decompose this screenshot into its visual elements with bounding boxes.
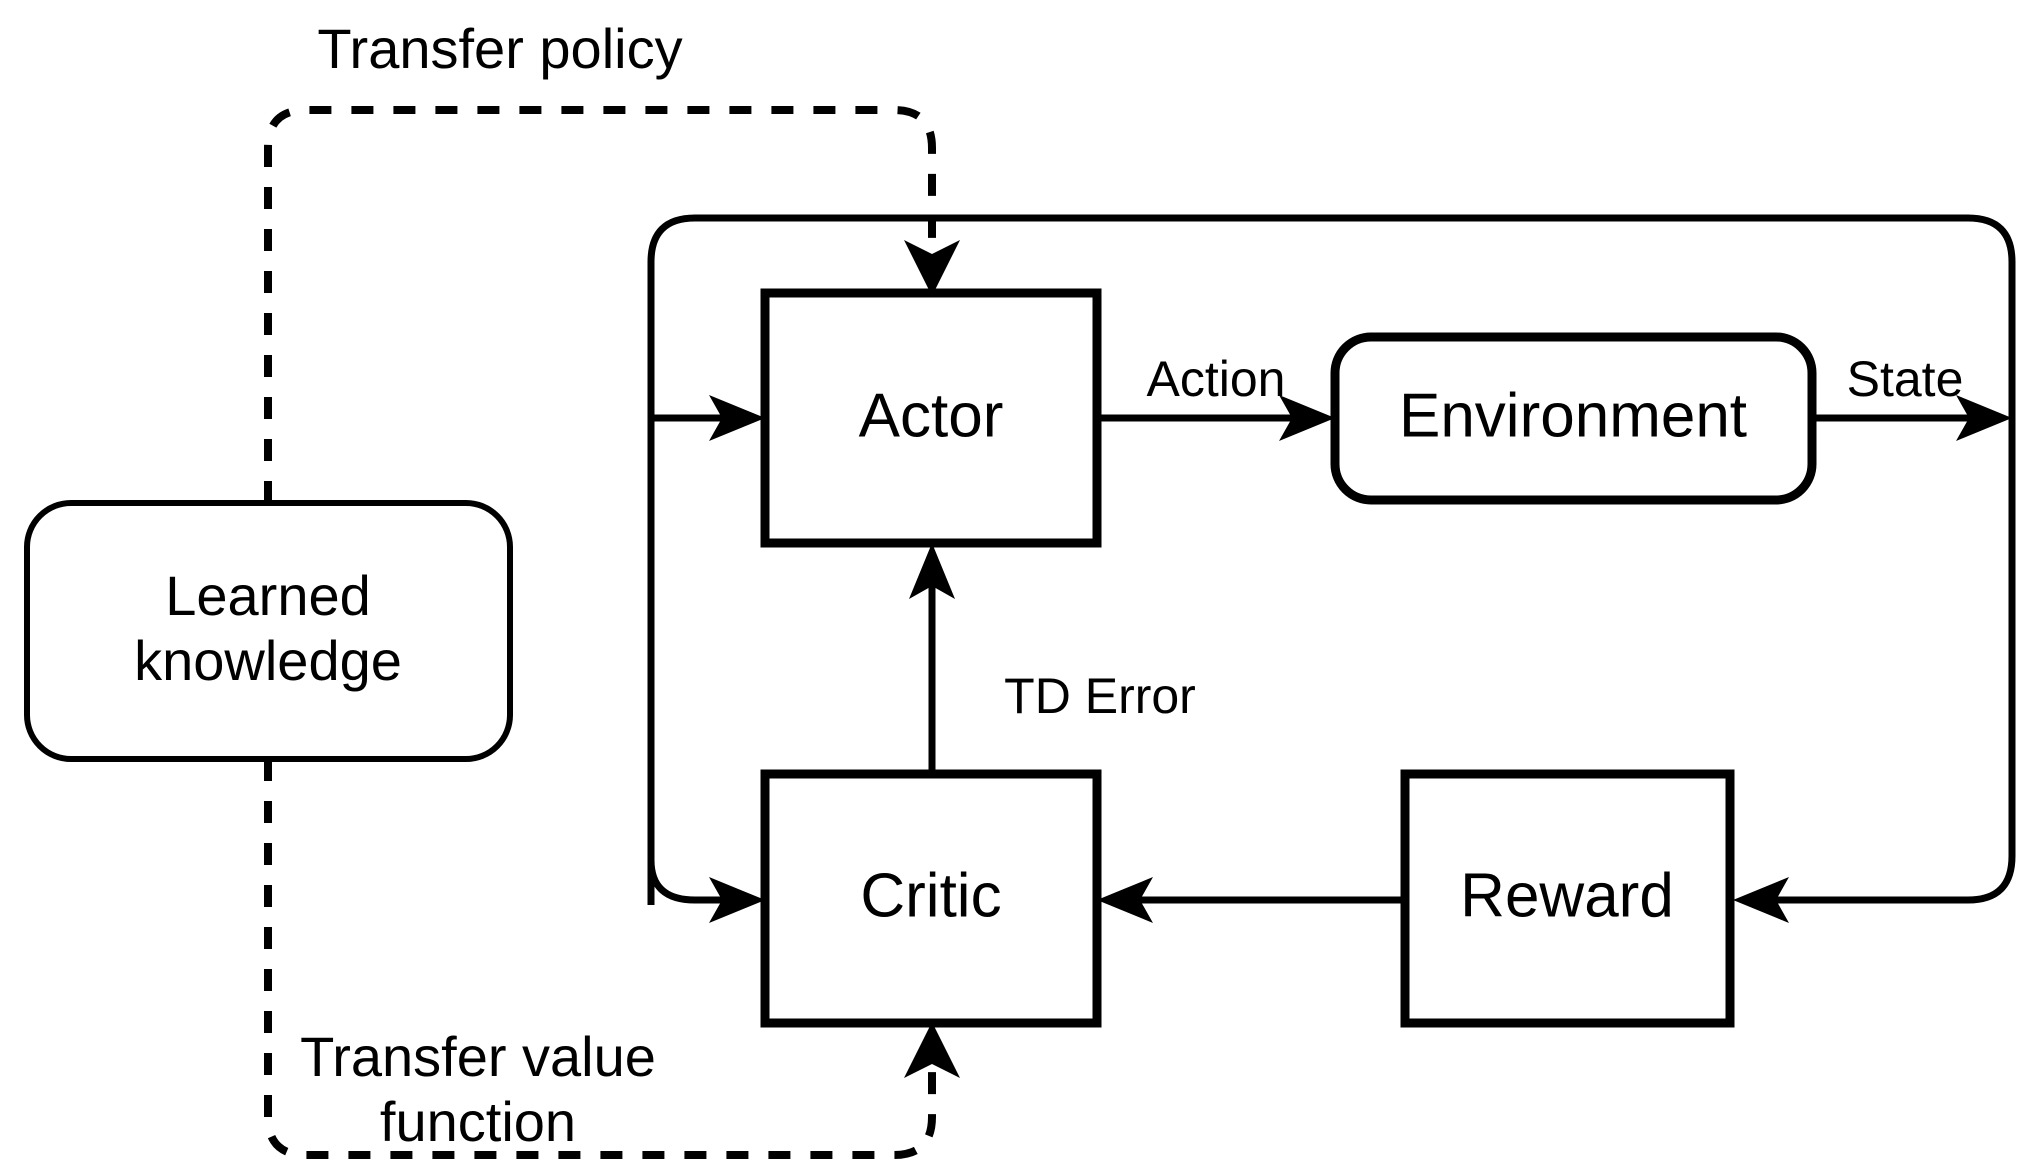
node-reward[interactable] (1400, 769, 1735, 1028)
edge-td-error-label: TD Error (1004, 668, 1196, 724)
arrow-loop-to-critic (709, 877, 765, 923)
edge-action-label: Action (1147, 351, 1286, 407)
arrow-action (1279, 395, 1335, 441)
arrow-state (1956, 395, 2012, 441)
arrow-transfer-value (904, 1022, 960, 1078)
node-critic[interactable] (760, 769, 1102, 1028)
arrow-reward-to-critic (1097, 877, 1153, 923)
edge-transfer-value-path (264, 759, 936, 1159)
arrow-transfer-policy (904, 240, 960, 296)
arrow-loop-to-actor (709, 395, 765, 441)
edge-state-label: State (1847, 351, 1964, 407)
feedback-loop-path (647, 214, 2016, 905)
feedback-loop-left-branch (647, 859, 723, 904)
node-environment-label: Environment (1399, 381, 1747, 450)
node-critic-label: Critic (860, 861, 1001, 930)
node-learned-knowledge-label-line1: Learned (165, 564, 371, 627)
arrow-td-error (909, 543, 955, 599)
node-learned-knowledge-label-line2: knowledge (134, 629, 402, 692)
arrow-loop-to-reward (1733, 877, 1789, 923)
label-transfer-policy: Transfer policy (317, 17, 682, 80)
label-transfer-value-line1: Transfer value (300, 1025, 656, 1088)
node-reward-label: Reward (1460, 861, 1674, 930)
label-transfer-value-line2: function (380, 1090, 576, 1153)
node-actor-label: Actor (859, 381, 1004, 450)
